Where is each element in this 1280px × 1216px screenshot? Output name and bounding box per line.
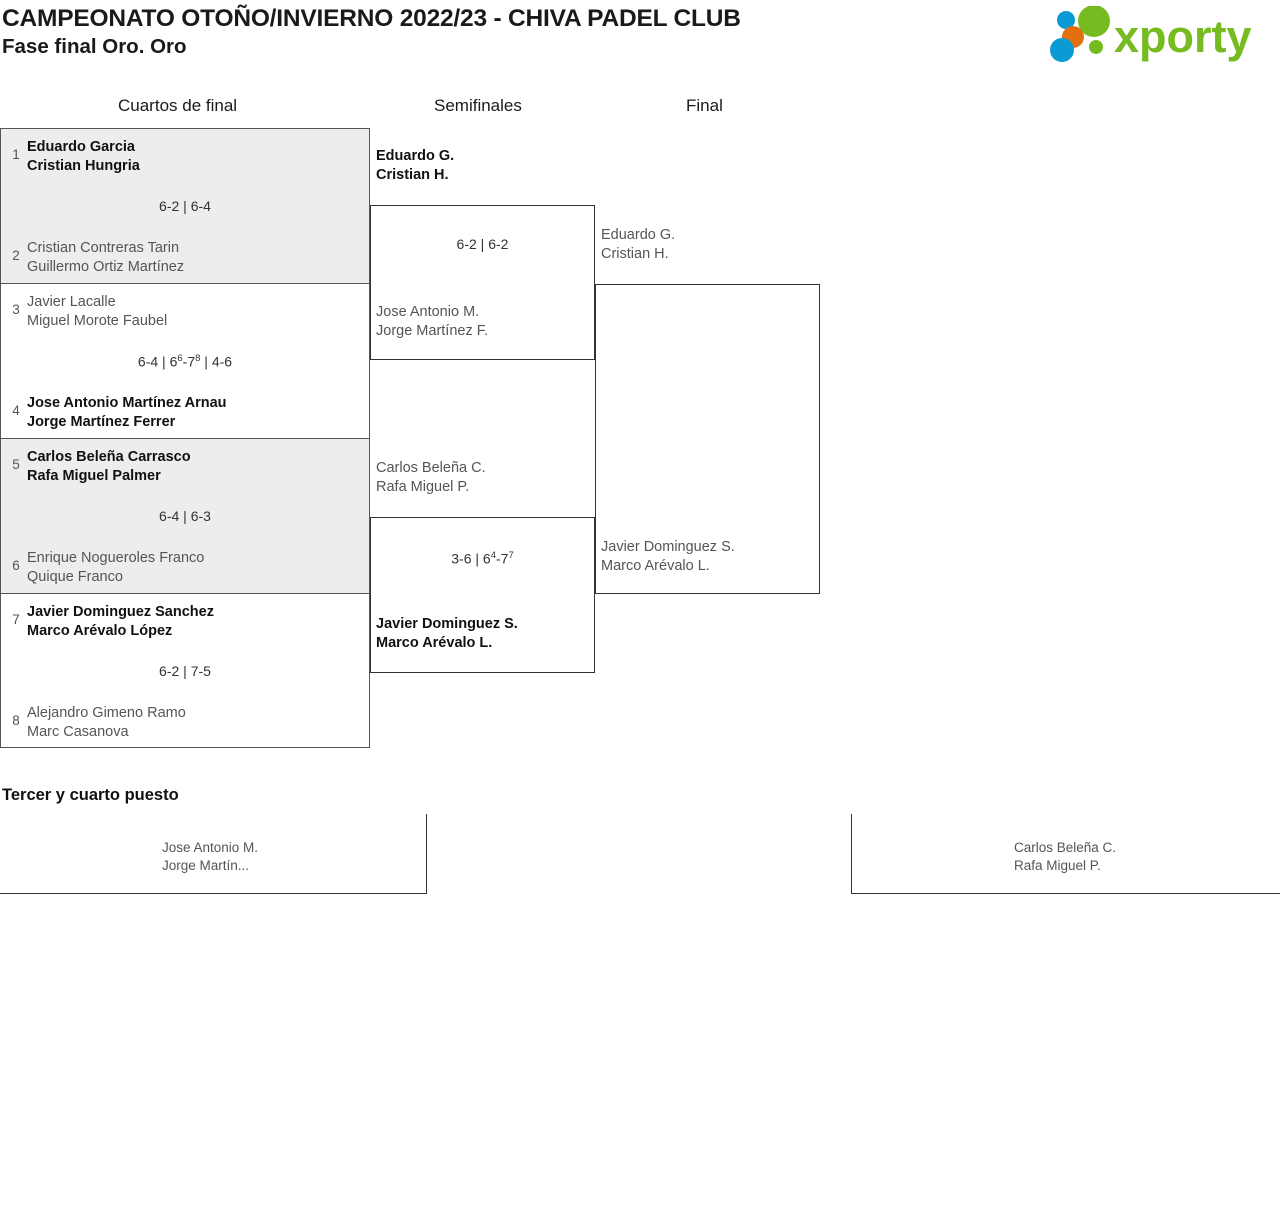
seed-number: 8 bbox=[12, 713, 20, 728]
page-header: CAMPEONATO OTOÑO/INVIERNO 2022/23 - CHIV… bbox=[0, 0, 1280, 90]
third-place-title: Tercer y cuarto puesto bbox=[2, 786, 179, 804]
player-name: Jorge Martín... bbox=[162, 857, 250, 873]
player-name: Alejandro Gimeno Ramo bbox=[27, 705, 186, 721]
semifinal-1-team-top: Eduardo G. Cristian H. bbox=[376, 147, 454, 184]
match-score: 3-6 | 64-77 bbox=[451, 550, 514, 567]
player-name: Cristian H. bbox=[376, 166, 449, 183]
match-quarterfinal-2[interactable]: 3 Javier Lacalle Miguel Morote Faubel 6-… bbox=[0, 283, 370, 438]
tournament-phase: Fase final Oro. Oro bbox=[2, 35, 187, 58]
team-name: Javier Lacalle Miguel Morote Faubel bbox=[27, 293, 363, 330]
player-name: Miguel Morote Faubel bbox=[27, 312, 168, 329]
third-place-connector-left[interactable]: Jose Antonio M. Jorge Martín... bbox=[0, 814, 427, 894]
third-place-connector-right[interactable]: Carlos Beleña C. Rafa Miguel P. bbox=[851, 814, 1280, 894]
page-title: CAMPEONATO OTOÑO/INVIERNO 2022/23 - CHIV… bbox=[2, 4, 741, 61]
seed-number: 2 bbox=[12, 248, 20, 263]
seed-number: 5 bbox=[12, 457, 20, 472]
team-name: Javier Dominguez Sanchez Marco Arévalo L… bbox=[27, 603, 363, 640]
team-name: Carlos Beleña Carrasco Rafa Miguel Palme… bbox=[27, 448, 363, 485]
player-name: Jorge Martínez Ferrer bbox=[27, 413, 176, 430]
player-name: Quique Franco bbox=[27, 568, 123, 585]
team-name: Alejandro Gimeno Ramo Marc Casanova bbox=[27, 704, 363, 741]
player-name: Jose Antonio M. bbox=[162, 840, 259, 855]
match-score: 6-4 | 6-3 bbox=[159, 508, 211, 524]
match-score: 6-2 | 6-2 bbox=[456, 236, 509, 252]
logo-wordmark: xporty bbox=[1114, 11, 1252, 62]
player-name: Carlos Beleña Carrasco bbox=[27, 449, 191, 465]
player-name: Jorge Martínez F. bbox=[376, 322, 489, 339]
seed-number: 1 bbox=[12, 147, 20, 162]
player-name: Enrique Nogueroles Franco bbox=[27, 550, 205, 566]
player-name: Marco Arévalo L. bbox=[376, 634, 493, 651]
seed-number: 7 bbox=[12, 612, 20, 627]
player-name: Jose Antonio Martínez Arnau bbox=[27, 395, 227, 411]
third-place-team-right: Carlos Beleña C. Rafa Miguel P. bbox=[1014, 839, 1116, 874]
player-name: Marco Arévalo López bbox=[27, 622, 173, 639]
xporty-logo[interactable]: xporty bbox=[1040, 6, 1272, 68]
player-name: Javier Dominguez Sanchez bbox=[27, 604, 214, 620]
team-name: Jose Antonio Martínez Arnau Jorge Martín… bbox=[27, 394, 363, 431]
player-name: Eduardo G. bbox=[376, 148, 455, 164]
round-header-semifinals: Semifinales bbox=[434, 96, 522, 115]
player-name: Jose Antonio M. bbox=[376, 304, 480, 320]
match-quarterfinal-4[interactable]: 7 Javier Dominguez Sanchez Marco Arévalo… bbox=[0, 593, 370, 748]
round-header-final: Final bbox=[686, 96, 723, 115]
seed-number: 6 bbox=[12, 558, 20, 573]
seed-number: 3 bbox=[12, 302, 20, 317]
round-header-quarterfinals: Cuartos de final bbox=[118, 96, 238, 115]
match-score: 6-2 | 6-4 bbox=[159, 198, 211, 214]
final-team-top: Eduardo G. Cristian H. bbox=[601, 226, 675, 263]
player-name: Rafa Miguel P. bbox=[1014, 857, 1101, 873]
player-name: Carlos Beleña C. bbox=[1014, 840, 1117, 855]
match-score: 6-4 | 66-78 | 4-6 bbox=[137, 353, 233, 370]
player-name: Javier Lacalle bbox=[27, 294, 116, 310]
player-name: Cristian Contreras Tarin bbox=[27, 240, 180, 256]
player-name: Eduardo G. bbox=[601, 227, 676, 243]
tournament-name: CAMPEONATO OTOÑO/INVIERNO 2022/23 - CHIV… bbox=[2, 5, 741, 32]
semifinal-2-team-top: Carlos Beleña C. Rafa Miguel P. bbox=[376, 459, 486, 496]
player-name: Marco Arévalo L. bbox=[601, 557, 710, 574]
player-name: Guillermo Ortiz Martínez bbox=[27, 258, 185, 275]
semifinal-2-team-bottom: Javier Dominguez S. Marco Arévalo L. bbox=[376, 615, 518, 652]
third-place-team-left: Jose Antonio M. Jorge Martín... bbox=[162, 839, 258, 874]
semifinal-1-connector[interactable]: 6-2 | 6-2 bbox=[370, 205, 595, 360]
match-quarterfinal-3[interactable]: 5 Carlos Beleña Carrasco Rafa Miguel Pal… bbox=[0, 438, 370, 593]
team-name: Eduardo Garcia Cristian Hungria bbox=[27, 138, 363, 175]
player-name: Marc Casanova bbox=[27, 723, 129, 740]
player-name: Carlos Beleña C. bbox=[376, 460, 486, 476]
team-name: Enrique Nogueroles Franco Quique Franco bbox=[27, 549, 363, 586]
final-connector[interactable] bbox=[595, 284, 820, 594]
seed-number: 4 bbox=[12, 403, 20, 418]
player-name: Rafa Miguel P. bbox=[376, 478, 470, 495]
player-name: Javier Dominguez S. bbox=[601, 539, 735, 555]
final-team-bottom: Javier Dominguez S. Marco Arévalo L. bbox=[601, 538, 735, 575]
semifinal-1-team-bottom: Jose Antonio M. Jorge Martínez F. bbox=[376, 303, 488, 340]
match-quarterfinal-1[interactable]: 1 Eduardo Garcia Cristian Hungria 6-2 | … bbox=[0, 128, 370, 283]
player-name: Cristian H. bbox=[601, 245, 669, 262]
player-name: Cristian Hungria bbox=[27, 157, 140, 174]
player-name: Rafa Miguel Palmer bbox=[27, 467, 161, 484]
match-score: 6-2 | 7-5 bbox=[159, 663, 211, 679]
player-name: Eduardo Garcia bbox=[27, 139, 135, 155]
team-name: Cristian Contreras Tarin Guillermo Ortiz… bbox=[27, 239, 363, 276]
semifinal-2-connector[interactable]: 3-6 | 64-77 bbox=[370, 517, 595, 673]
player-name: Javier Dominguez S. bbox=[376, 616, 518, 632]
